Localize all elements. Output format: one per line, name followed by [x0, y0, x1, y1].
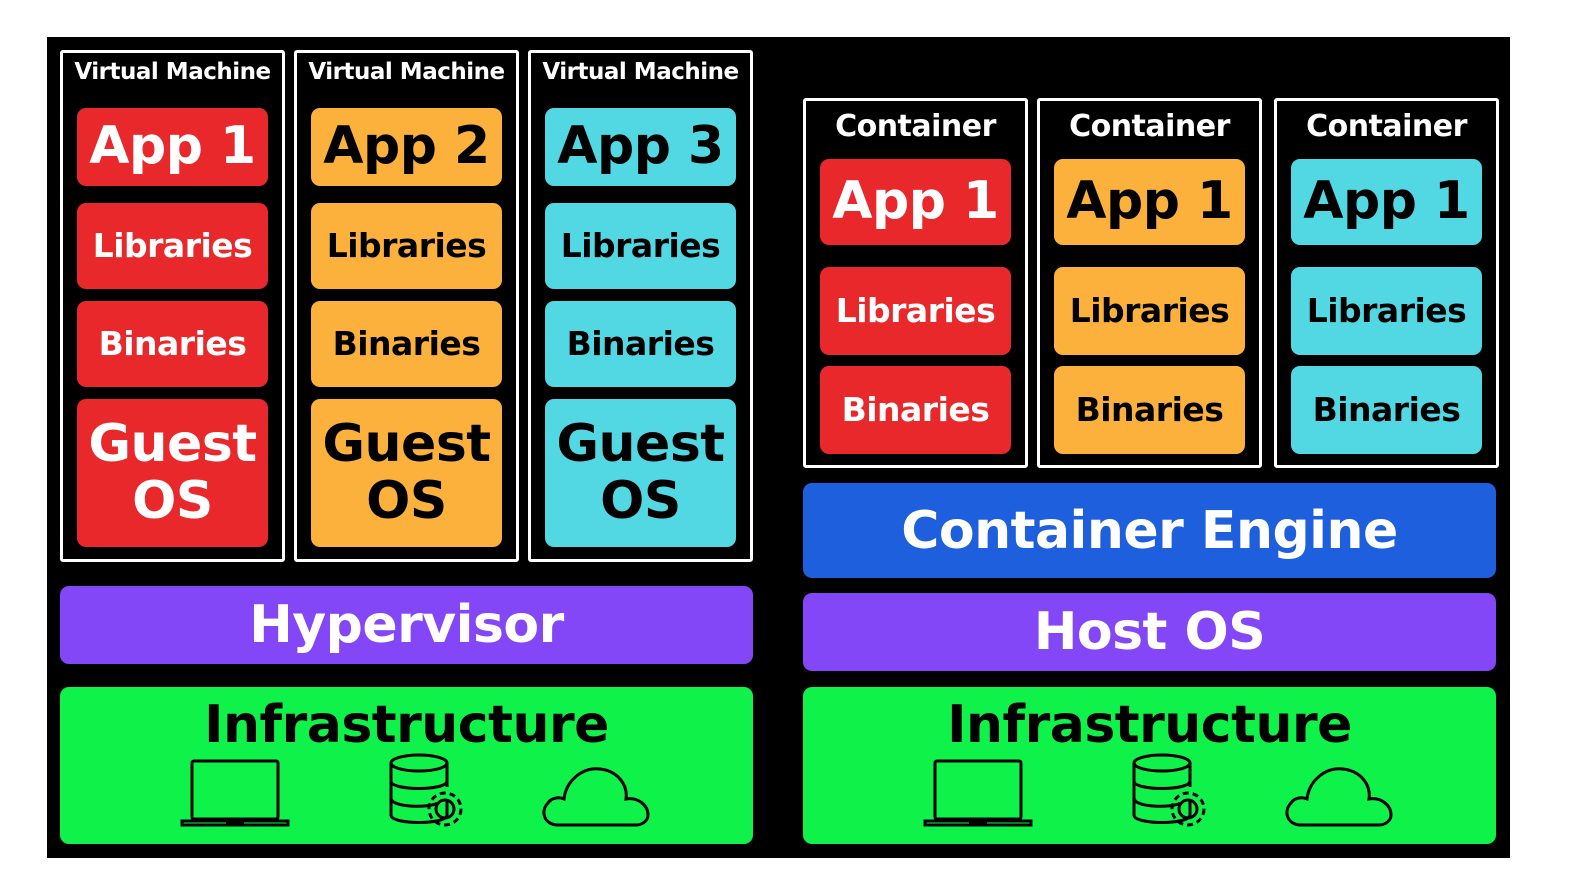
libraries-block: Libraries [1291, 267, 1482, 355]
libraries-block: Libraries [311, 203, 502, 289]
database-gear-icon [1132, 753, 1206, 827]
binaries-block: Binaries [820, 366, 1011, 454]
libraries-block: Libraries [1054, 267, 1245, 355]
container-infrastructure-layer: Infrastructure [803, 687, 1496, 844]
diagram-canvas: Virtual Machine App 1 Libraries Binaries… [47, 37, 1510, 858]
app-block: App 1 [1054, 159, 1245, 245]
guest-os-line2: OS [132, 471, 213, 531]
libraries-block: Libraries [545, 203, 736, 289]
container-3: Container App 1 Libraries Binaries [1274, 98, 1499, 468]
hypervisor-layer: Hypervisor [60, 586, 753, 664]
binaries-block: Binaries [1291, 366, 1482, 454]
guest-os-line2: OS [366, 471, 447, 531]
laptop-icon [180, 759, 290, 827]
cloud-icon [542, 767, 650, 827]
guest-os-block: Guest OS [77, 399, 268, 547]
app-block: App 2 [311, 108, 502, 186]
container-1: Container App 1 Libraries Binaries [803, 98, 1028, 468]
virtual-machine-1: Virtual Machine App 1 Libraries Binaries… [60, 50, 285, 562]
app-block: App 1 [77, 108, 268, 186]
container-title: Container [1069, 109, 1230, 144]
vm-title: Virtual Machine [542, 59, 739, 85]
vm-title: Virtual Machine [308, 59, 505, 85]
libraries-block: Libraries [77, 203, 268, 289]
vm-title: Virtual Machine [74, 59, 271, 85]
laptop-icon [923, 759, 1033, 827]
infrastructure-label: Infrastructure [204, 695, 609, 755]
binaries-block: Binaries [1054, 366, 1245, 454]
infrastructure-label: Infrastructure [947, 695, 1352, 755]
app-block: App 1 [1291, 159, 1482, 245]
app-block: App 3 [545, 108, 736, 186]
guest-os-line1: Guest [556, 413, 725, 474]
container-title: Container [1306, 109, 1467, 144]
app-block: App 1 [820, 159, 1011, 245]
virtual-machine-3: Virtual Machine App 3 Libraries Binaries… [528, 50, 753, 562]
binaries-block: Binaries [311, 301, 502, 387]
guest-os-line1: Guest [88, 413, 257, 474]
binaries-block: Binaries [545, 301, 736, 387]
vm-infrastructure-layer: Infrastructure [60, 687, 753, 844]
binaries-block: Binaries [77, 301, 268, 387]
guest-os-line2: OS [600, 471, 681, 531]
database-gear-icon [389, 753, 463, 827]
libraries-block: Libraries [820, 267, 1011, 355]
virtual-machine-2: Virtual Machine App 2 Libraries Binaries… [294, 50, 519, 562]
cloud-icon [1285, 767, 1393, 827]
container-engine-layer: Container Engine [803, 483, 1496, 578]
container-title: Container [835, 109, 996, 144]
guest-os-line1: Guest [322, 413, 491, 474]
container-2: Container App 1 Libraries Binaries [1037, 98, 1262, 468]
host-os-layer: Host OS [803, 593, 1496, 671]
guest-os-block: Guest OS [311, 399, 502, 547]
guest-os-block: Guest OS [545, 399, 736, 547]
